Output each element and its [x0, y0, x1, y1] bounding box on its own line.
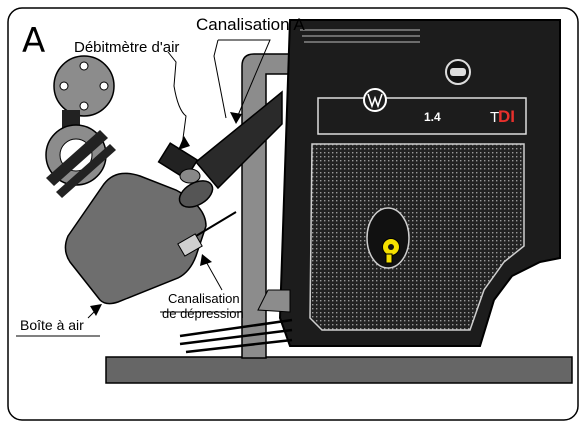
label-vacuum-line-2: de dépression	[162, 306, 244, 321]
label-air-flow-meter: Débitmètre d'air	[74, 39, 179, 56]
bench-plate	[106, 357, 572, 383]
oil-cap-top	[446, 60, 470, 84]
label-pipe-a: Canalisation A	[196, 15, 305, 34]
oil-cap-key-icon	[367, 208, 409, 268]
panel-letter: A	[22, 21, 45, 61]
label-vacuum-line-1: Canalisation	[168, 291, 240, 306]
vw-logo-icon	[364, 89, 386, 111]
badge-displacement: 1.4	[424, 110, 441, 124]
badge-tdi-di: DI	[498, 107, 515, 126]
label-air-box: Boîte à air	[20, 317, 84, 333]
